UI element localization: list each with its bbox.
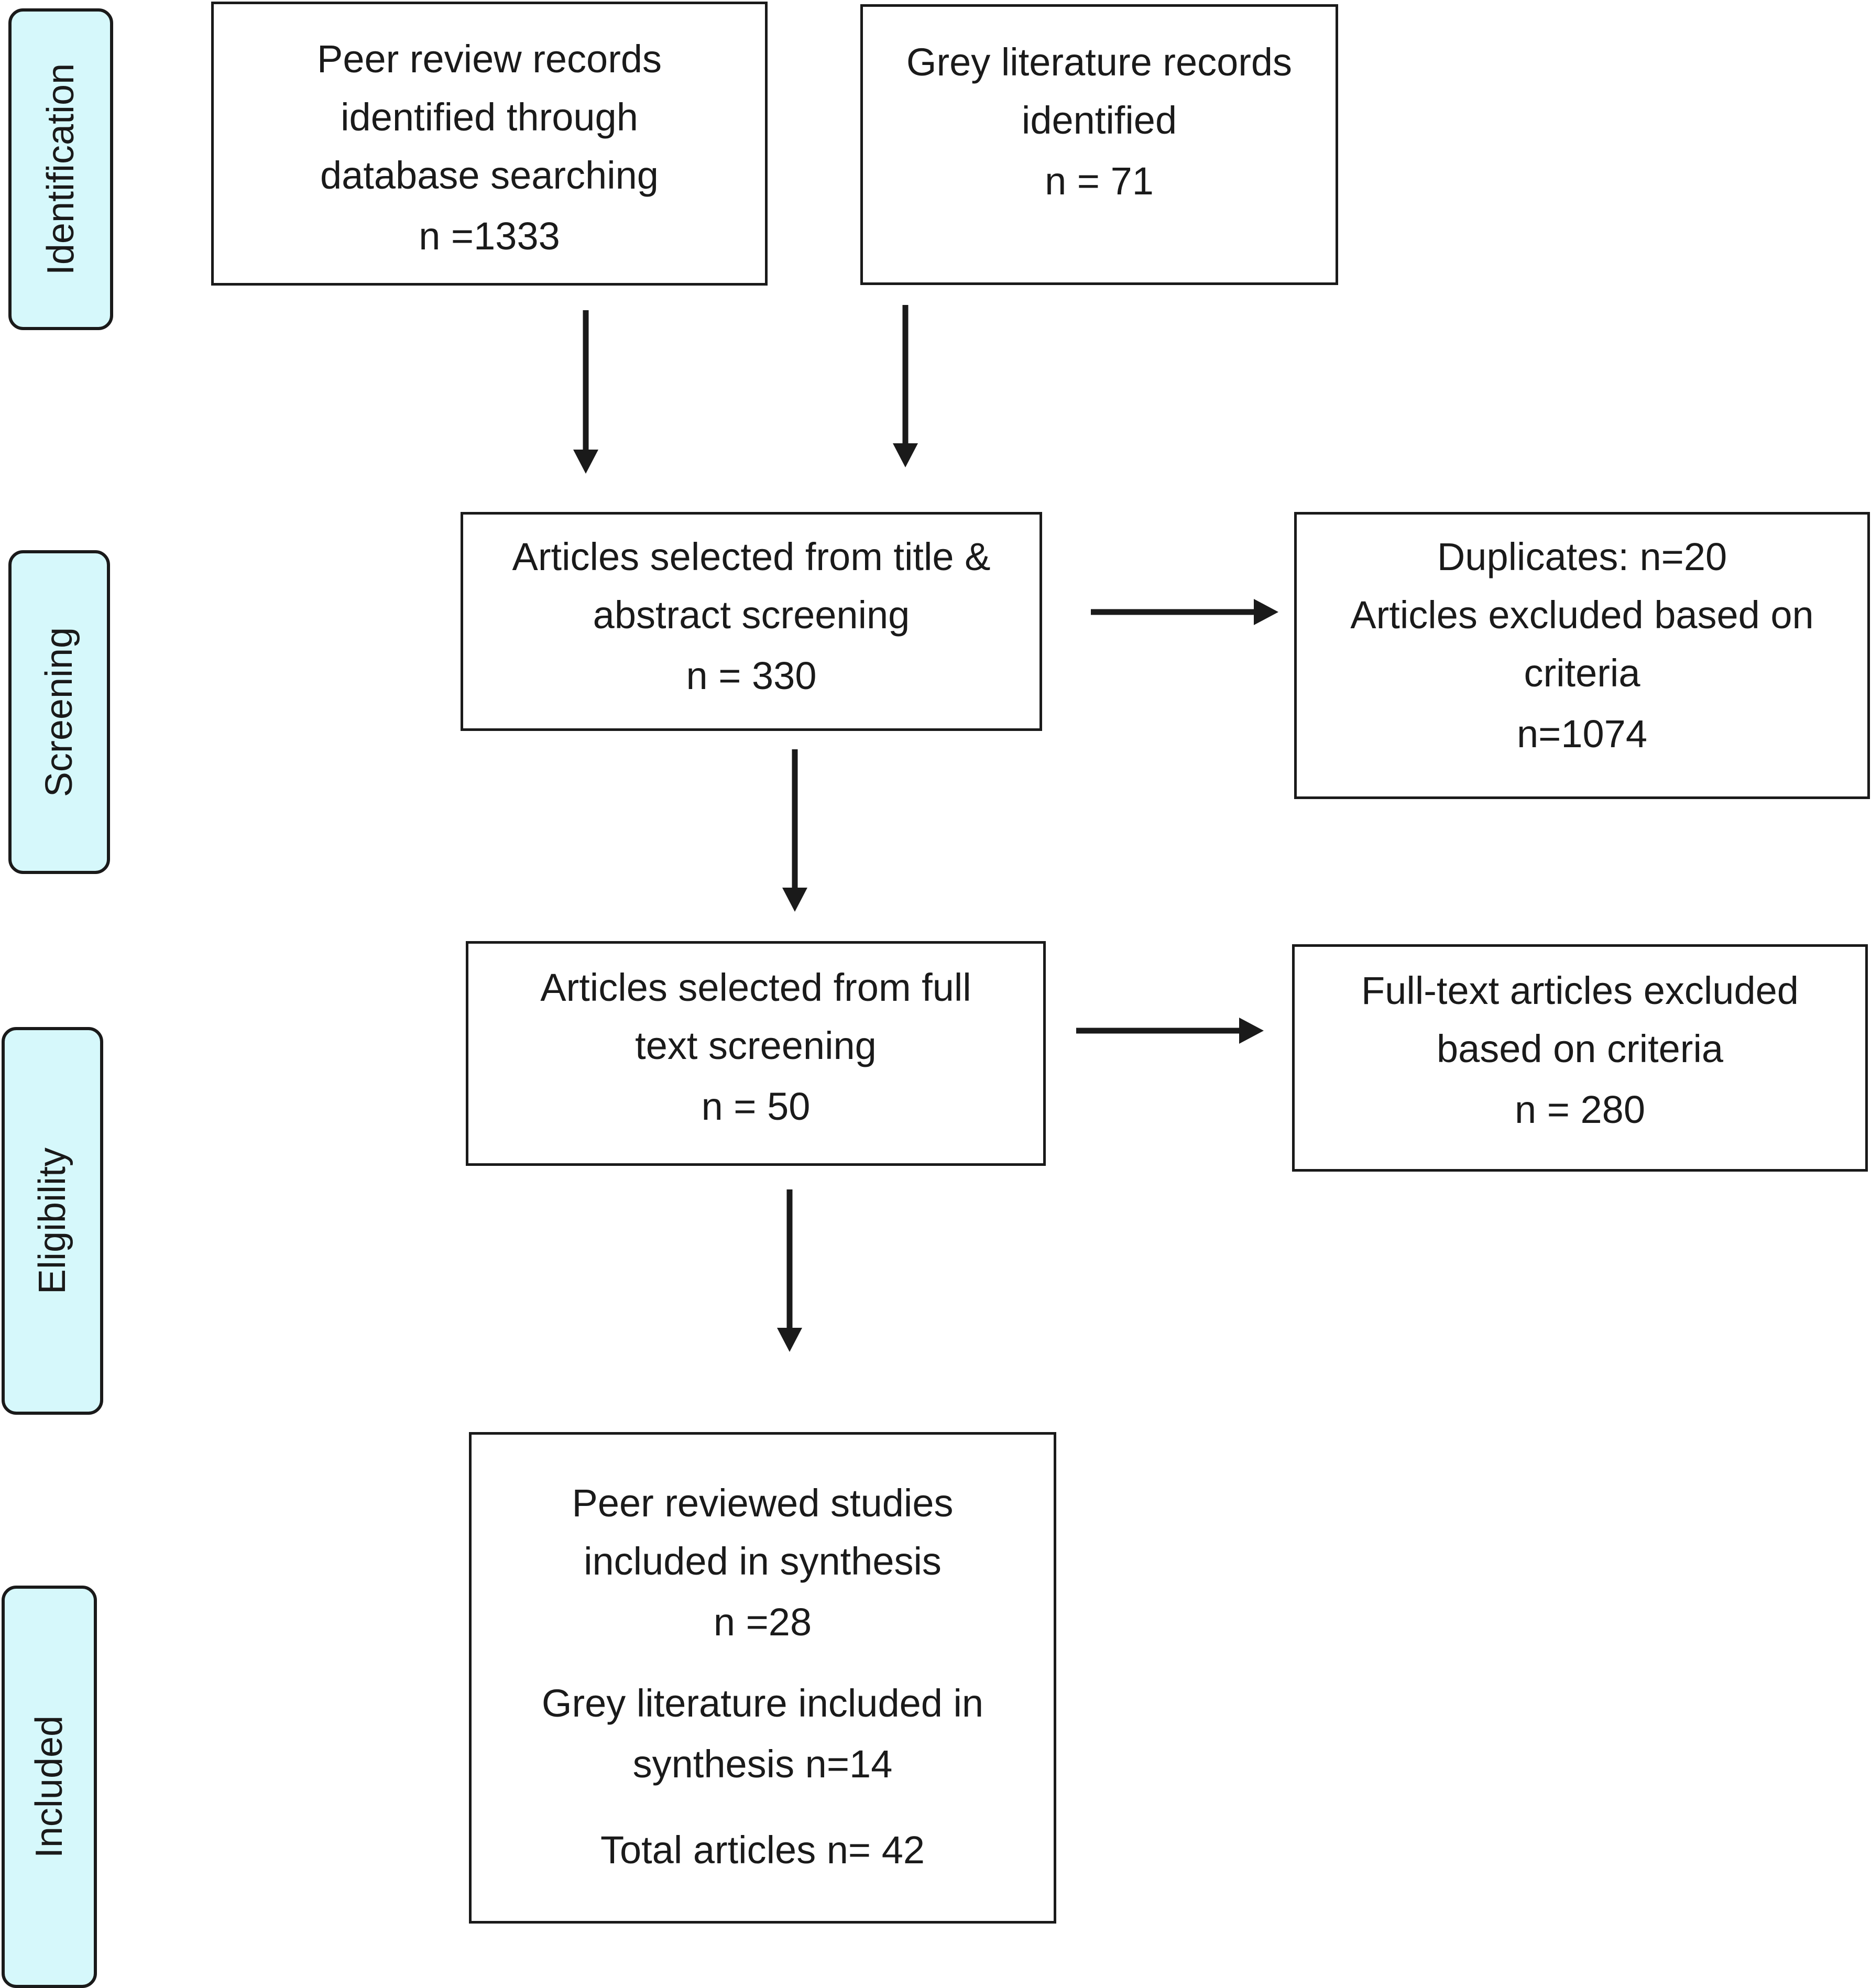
peer-review-text-line: Peer review records — [316, 37, 662, 81]
full-text-screening-box: Articles selected from full text screeni… — [466, 941, 1046, 1166]
included-total: Total articles n= 42 — [600, 1828, 925, 1872]
arrow-grey-to-screening — [893, 305, 918, 467]
included-box: Peer reviewed studies included in synthe… — [469, 1432, 1056, 1924]
peer-review-text-line: identified through — [341, 95, 638, 139]
excluded-screening-text-line: criteria — [1524, 651, 1640, 695]
included-grey-text-line: Grey literature included in — [541, 1681, 984, 1725]
grey-literature-text-line: identified — [1021, 99, 1177, 142]
excluded-full-text-count: n = 280 — [1515, 1088, 1645, 1131]
stage-eligibility-label: Eligibility — [31, 1147, 73, 1295]
excluded-screening-text-line: Articles excluded based on — [1350, 593, 1814, 637]
title-abstract-count: n = 330 — [686, 654, 817, 697]
stage-screening-label: Screening — [38, 627, 80, 798]
grey-literature-records-box: Grey literature records identified n = 7… — [860, 4, 1338, 285]
peer-review-text-line: database searching — [320, 154, 659, 197]
peer-review-count: n =1333 — [419, 214, 560, 258]
full-text-text-line: text screening — [635, 1024, 877, 1067]
excluded-screening-count: n=1074 — [1517, 712, 1647, 756]
excluded-screening-box: Duplicates: n=20 Articles excluded based… — [1294, 512, 1870, 799]
stage-identification: Identification — [8, 8, 113, 330]
excluded-full-text-text-line: based on criteria — [1436, 1027, 1724, 1071]
arrow-screening-to-full-text — [782, 749, 807, 912]
stage-screening: Screening — [8, 550, 110, 874]
stage-included: Included — [2, 1586, 97, 1988]
peer-review-records-box: Peer review records identified through d… — [211, 2, 768, 286]
included-grey-text-line: synthesis n=14 — [632, 1742, 893, 1786]
arrow-peer-to-screening — [573, 310, 598, 474]
arrow-screening-to-excluded — [1091, 599, 1278, 625]
stage-eligibility: Eligibility — [2, 1027, 103, 1415]
excluded-screening-text-line: Duplicates: n=20 — [1437, 535, 1727, 578]
title-abstract-text-line: abstract screening — [593, 593, 910, 637]
included-peer-count: n =28 — [713, 1600, 812, 1644]
full-text-text-line: Articles selected from full — [540, 966, 971, 1009]
title-abstract-text-line: Articles selected from title & — [512, 535, 991, 578]
full-text-count: n = 50 — [701, 1085, 811, 1128]
stage-included-label: Included — [28, 1715, 70, 1859]
included-peer-text-line: included in synthesis — [584, 1539, 942, 1583]
included-peer-text-line: Peer reviewed studies — [572, 1481, 954, 1525]
stage-identification-label: Identification — [40, 63, 82, 276]
grey-literature-count: n = 71 — [1045, 159, 1154, 203]
arrow-full-text-to-excluded — [1076, 1018, 1264, 1044]
excluded-full-text-box: Full-text articles excluded based on cri… — [1292, 944, 1868, 1172]
excluded-full-text-text-line: Full-text articles excluded — [1361, 969, 1799, 1012]
grey-literature-text-line: Grey literature records — [906, 40, 1293, 84]
title-abstract-screening-box: Articles selected from title & abstract … — [461, 512, 1042, 731]
arrow-full-text-to-included — [777, 1189, 802, 1352]
